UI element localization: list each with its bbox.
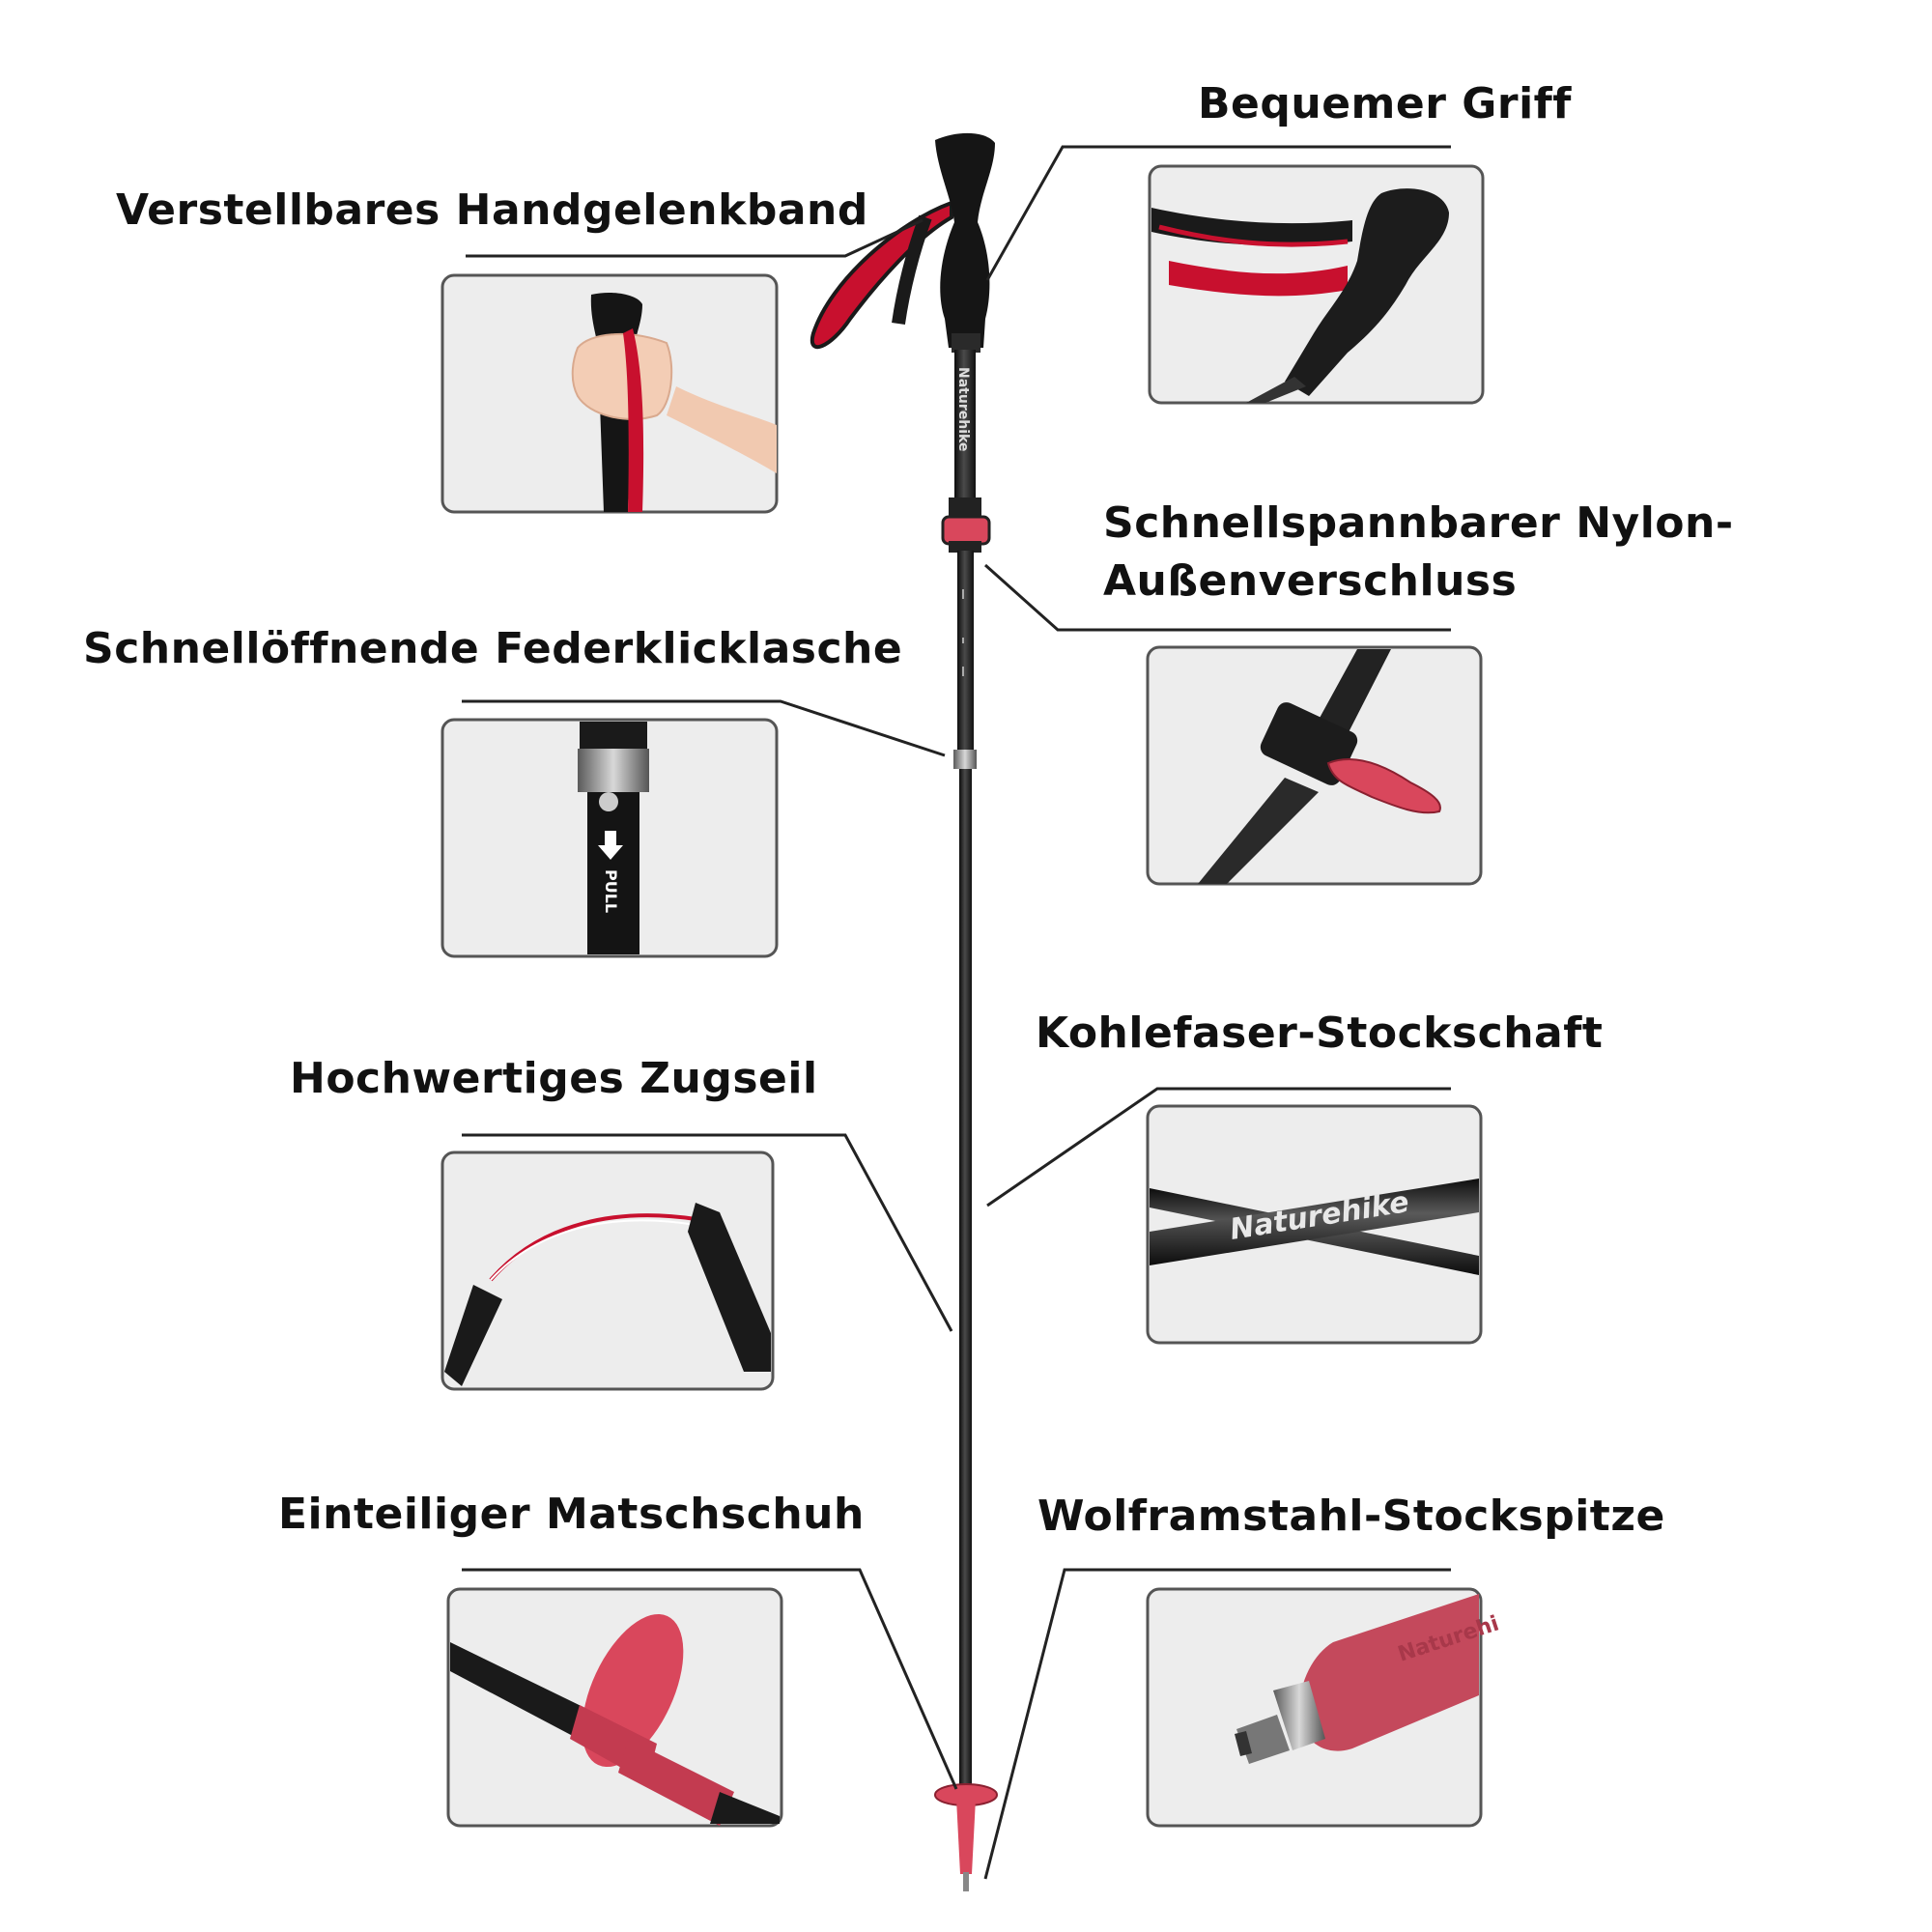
label-spring-clip: Schnellöffnende Federklicklasche xyxy=(83,624,903,673)
leader-nylon-lock xyxy=(984,563,1451,632)
closeup-grip xyxy=(1148,164,1485,405)
nylon-lock-illustration xyxy=(941,497,991,553)
closeup-mud-basket xyxy=(446,1587,783,1828)
brand-vertical-text: Naturehike xyxy=(955,367,971,451)
closeup-tip: Naturehi xyxy=(1146,1587,1502,1828)
leader-wrist-strap xyxy=(466,218,923,258)
label-mud-basket: Einteiliger Matschschuh xyxy=(278,1490,865,1539)
leader-tip xyxy=(983,1568,1451,1880)
mud-basket-illustration xyxy=(934,1783,998,1874)
label-wrist-strap: Verstellbares Handgelenkband xyxy=(116,185,868,235)
label-pull-cord: Hochwertiges Zugseil xyxy=(290,1054,818,1103)
middle-shaft xyxy=(957,551,974,753)
leader-mud-basket xyxy=(462,1568,958,1790)
main-pole: Naturehike xyxy=(810,132,998,1891)
leader-shaft xyxy=(986,1087,1451,1208)
closeup-nylon-lock xyxy=(1146,645,1483,886)
closeup-pull-cord xyxy=(440,1151,775,1391)
label-tip: Wolframstahl-Stockspitze xyxy=(1037,1492,1665,1541)
spring-clip-ring xyxy=(953,750,977,769)
closeup-spring-clip: PULL xyxy=(440,718,779,958)
pull-marking: PULL xyxy=(602,869,620,913)
leader-pull-cord xyxy=(462,1133,953,1332)
upper-shaft xyxy=(954,350,976,514)
label-nylon-lock: Schnellspannbarer Nylon-Außenverschluss xyxy=(1103,498,1734,606)
closeup-wrist-strap xyxy=(440,273,779,514)
grip-illustration xyxy=(935,132,995,348)
leader-grip xyxy=(985,145,1451,281)
closeup-shaft: Naturehike xyxy=(1146,1104,1483,1345)
label-shaft: Kohlefaser-Stockschaft xyxy=(1036,1009,1604,1058)
leader-spring-clip xyxy=(462,699,946,757)
lower-shaft xyxy=(959,769,972,1788)
leader-lines xyxy=(462,145,1451,1880)
label-grip: Bequemer Griff xyxy=(1198,79,1572,128)
